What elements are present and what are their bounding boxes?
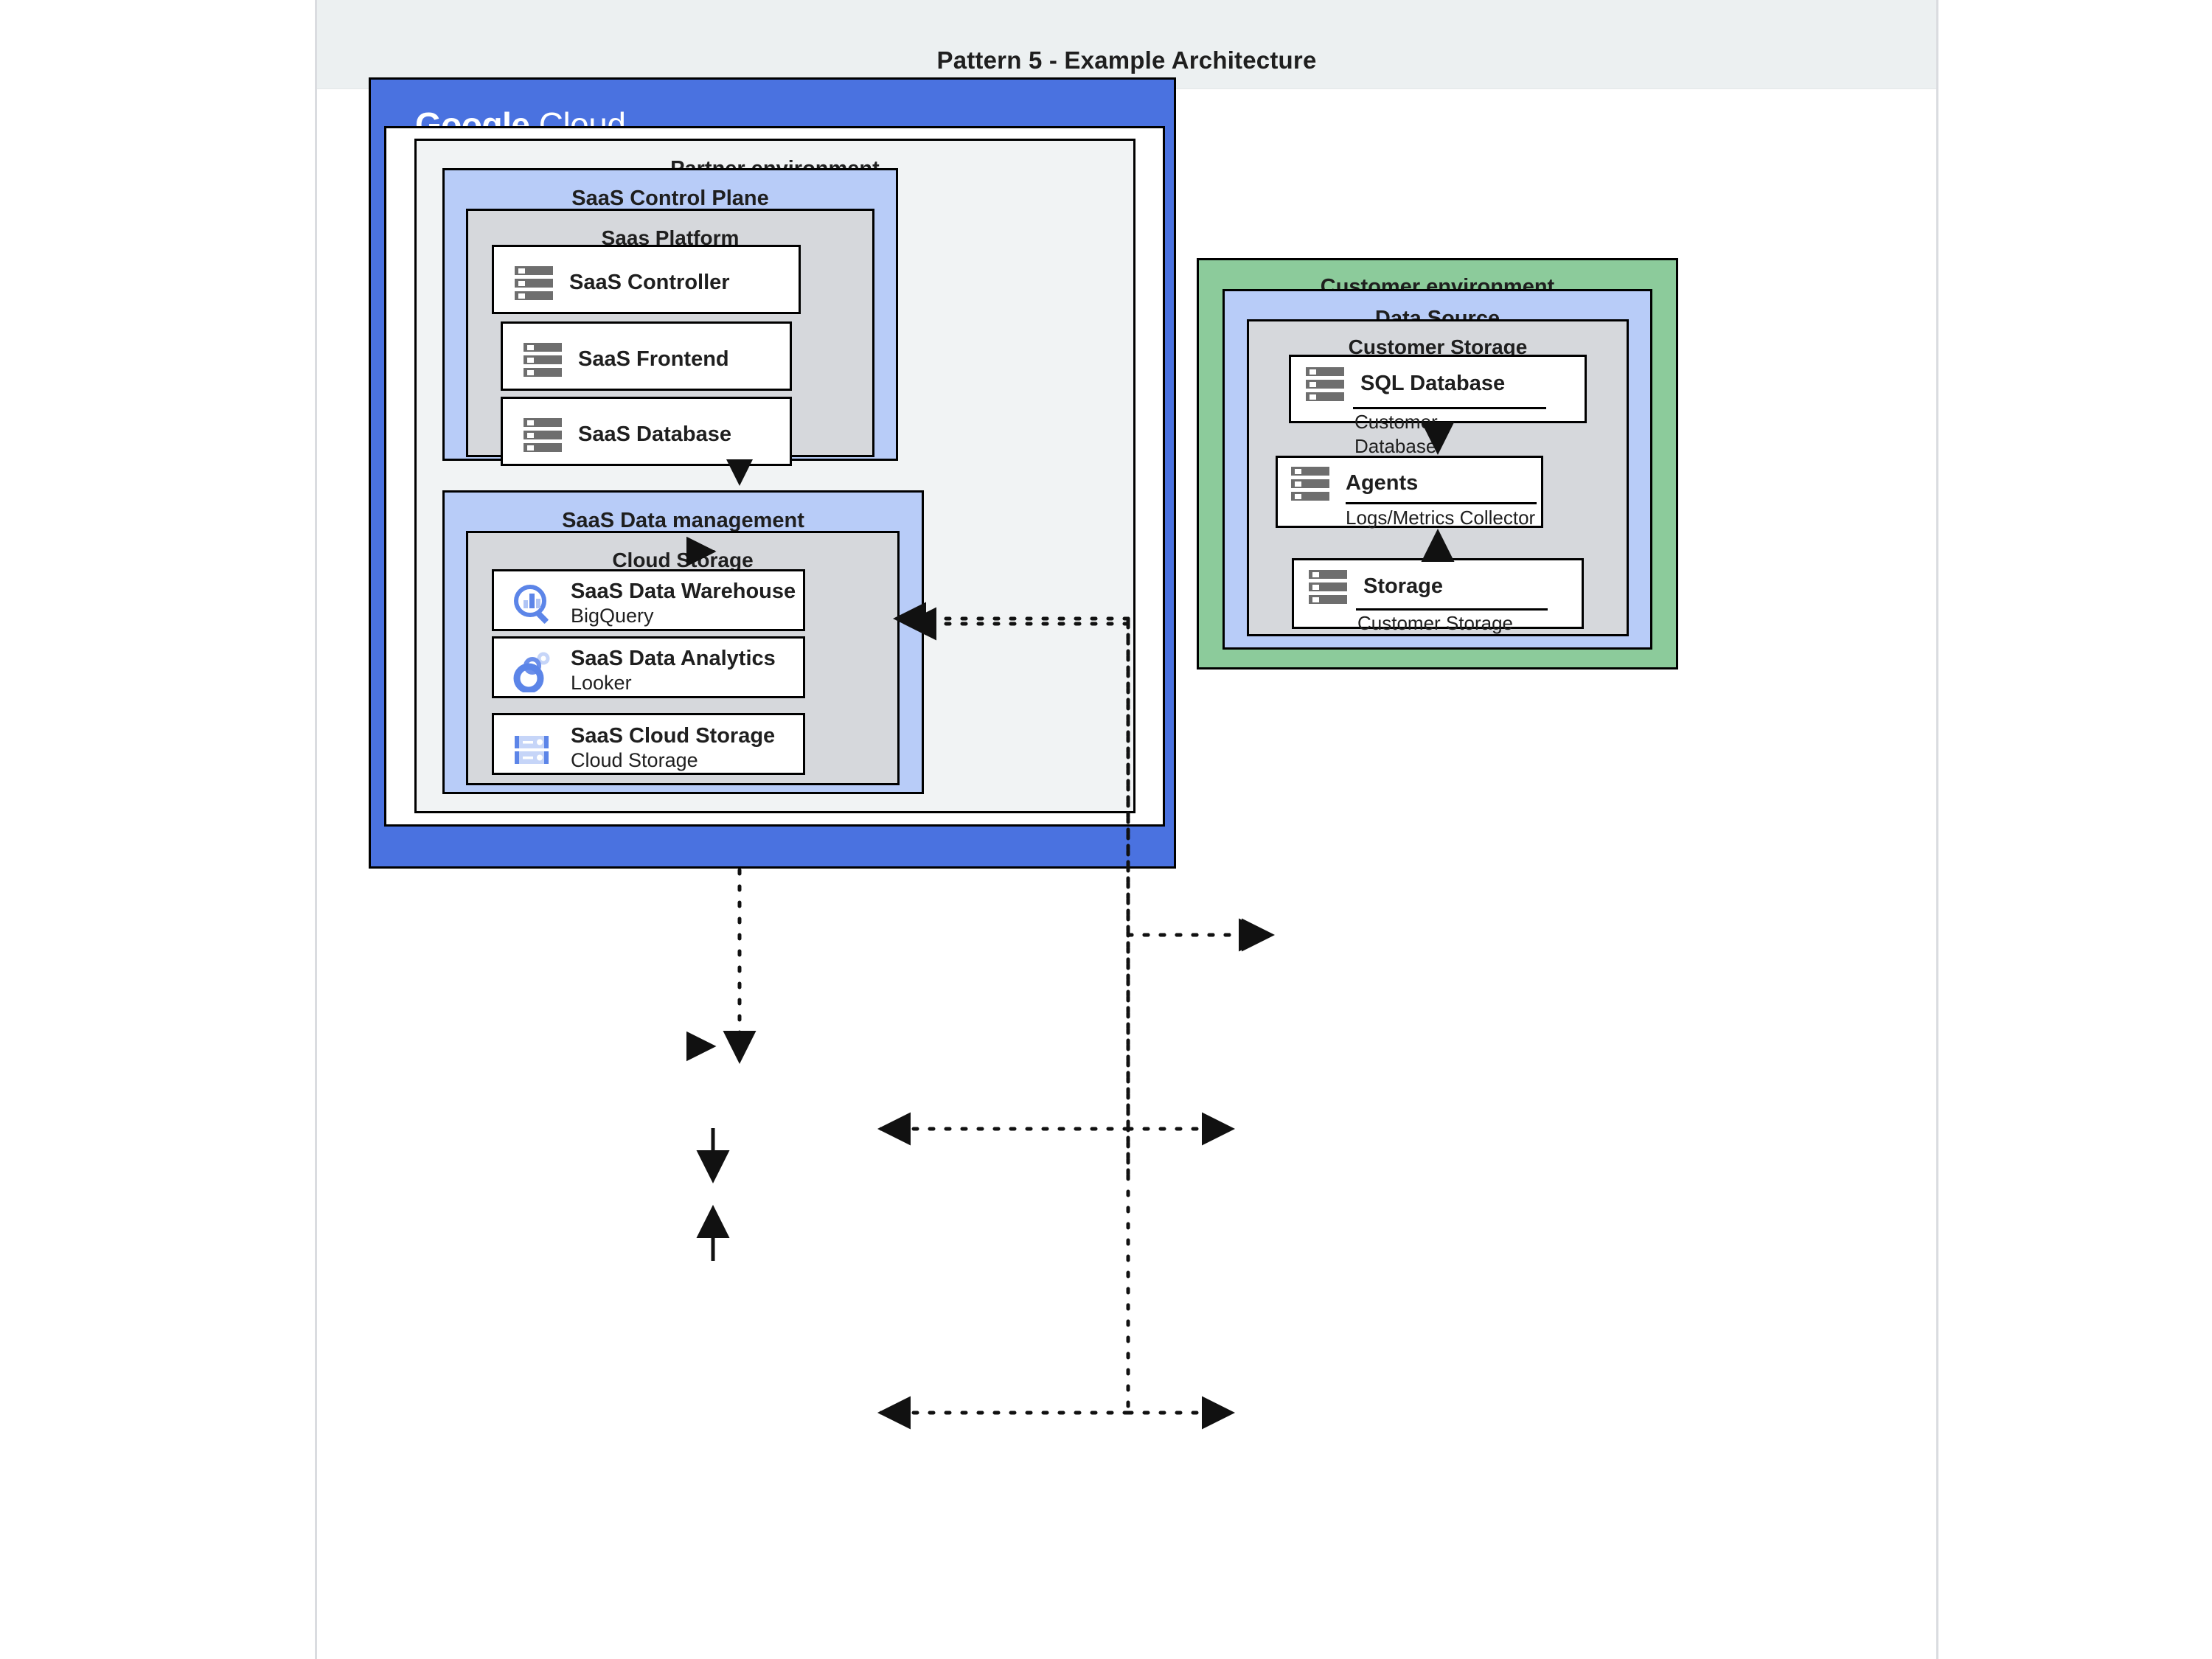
bigquery-icon xyxy=(514,584,549,624)
title-band xyxy=(317,0,1936,89)
node-sql-database[interactable]: SQL Database Customer Database xyxy=(1289,355,1587,457)
server-icon xyxy=(515,266,553,300)
page-title: Pattern 5 - Example Architecture xyxy=(936,46,1317,74)
diagram-panel: Pattern 5 - Example Architecture Google … xyxy=(315,0,1938,1659)
card-divider xyxy=(1353,407,1546,409)
server-icon xyxy=(1306,367,1344,401)
card-divider xyxy=(1356,608,1548,611)
node-title: SaaS Cloud Storage xyxy=(571,724,776,748)
node-title: SaaS Data Warehouse xyxy=(571,580,796,603)
customer-storage-label: Customer Storage xyxy=(1348,335,1528,358)
node-title: Agents xyxy=(1346,471,1419,495)
node-title: SaaS Controller xyxy=(569,271,730,295)
node-title: Storage xyxy=(1363,574,1443,599)
node-subtitle: BigQuery xyxy=(571,605,654,627)
node-customer-storage[interactable]: Storage Customer Storage xyxy=(1292,558,1584,634)
cloud-storage-icon xyxy=(515,735,549,764)
node-title: SaaS Database xyxy=(578,422,731,447)
cloud-storage-label: Cloud Storage xyxy=(612,549,754,571)
node-saas-data-analytics[interactable]: SaaS Data Analytics Looker xyxy=(492,636,805,698)
node-saas-data-warehouse[interactable]: SaaS Data Warehouse BigQuery xyxy=(492,569,805,631)
node-saas-frontend[interactable]: SaaS Frontend xyxy=(501,321,792,391)
node-title: SaaS Frontend xyxy=(578,347,729,372)
card-divider xyxy=(1346,502,1537,504)
node-saas-cloud-storage[interactable]: SaaS Cloud Storage Cloud Storage xyxy=(492,713,805,775)
looker-icon xyxy=(513,652,550,692)
node-caption: Logs/Metrics Collector xyxy=(1346,507,1536,529)
node-caption: Customer Database xyxy=(1354,411,1438,457)
server-icon xyxy=(1291,467,1329,501)
node-caption: Customer Storage xyxy=(1357,612,1513,634)
node-subtitle: Cloud Storage xyxy=(571,749,698,772)
server-icon xyxy=(1309,570,1347,604)
node-subtitle: Looker xyxy=(571,672,632,695)
node-agents[interactable]: Agents Logs/Metrics Collector xyxy=(1276,456,1543,529)
node-title: SQL Database xyxy=(1360,372,1506,396)
saas-data-management-label: SaaS Data management xyxy=(562,509,804,532)
server-icon xyxy=(524,418,562,452)
node-title: SaaS Data Analytics xyxy=(571,647,776,670)
google-cloud-boundary: Google Cloud Partner environment SaaS Co… xyxy=(369,77,1176,869)
node-saas-database[interactable]: SaaS Database xyxy=(501,397,792,466)
saas-control-plane-label: SaaS Control Plane xyxy=(571,187,769,210)
node-saas-controller[interactable]: SaaS Controller xyxy=(492,245,801,314)
server-icon xyxy=(524,343,562,377)
